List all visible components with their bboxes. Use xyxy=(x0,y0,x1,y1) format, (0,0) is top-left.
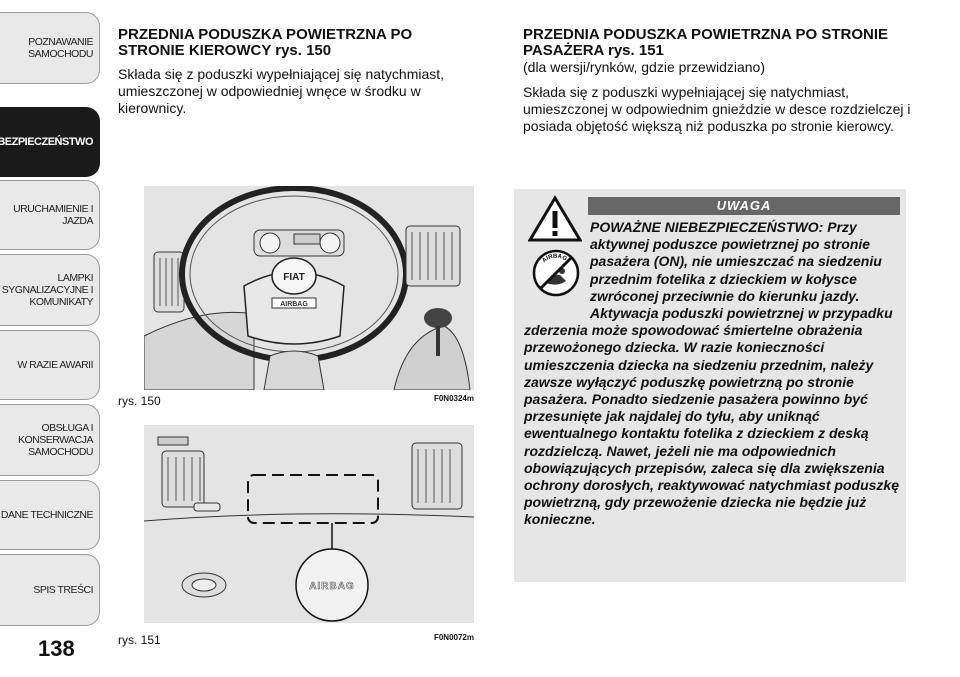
figure-151-code: F0N0072m xyxy=(433,633,474,642)
passenger-airbag-heading: PRZEDNIA PODUSZKA POWIETRZNA PO STRONIE … xyxy=(523,26,889,59)
fiat-logo-text: FIAT xyxy=(283,272,304,283)
passenger-airbag-section: PRZEDNIA PODUSZKA POWIETRZNA PO STRONIE … xyxy=(523,27,913,135)
passenger-airbag-subheading: (dla wersji/rynków, gdzie przewidziano) xyxy=(523,59,765,75)
warning-body: POWAŻNE NIEBEZPIECZEŃSTWO: Przy aktywnej… xyxy=(524,219,899,528)
dashboard-drawing: AIRBAG xyxy=(143,425,475,623)
tab-dane-techniczne[interactable]: DANE TECHNICZNE xyxy=(0,480,100,550)
tab-uruchamienie-i-jazda[interactable]: URUCHAMIENIE I JAZDA xyxy=(0,180,100,250)
tab-w-razie-awarii[interactable]: W RAZIE AWARII xyxy=(0,330,100,400)
driver-airbag-section: PRZEDNIA PODUSZKA POWIETRZNA PO STRONIE … xyxy=(118,27,478,117)
icon-airbag-text: AIRBAG xyxy=(541,254,568,265)
wheel-airbag-badge: AIRBAG xyxy=(280,301,308,308)
steering-wheel-illustration: FIAT AIRBAG xyxy=(143,185,474,391)
tab-spis-tresci[interactable]: SPIS TREŚCI xyxy=(0,554,100,626)
section-sidebar: POZNAWANIE SAMOCHODU BEZPIECZEŃSTWO URUC… xyxy=(0,0,102,640)
tab-obsluga-i-konserwacja[interactable]: OBSŁUGA I KONSERWACJA SAMOCHODU xyxy=(0,404,100,476)
tab-poznawanie-samochodu[interactable]: POZNAWANIE SAMOCHODU xyxy=(0,12,100,84)
driver-airbag-body: Składa się z poduszki wypełniającej się … xyxy=(118,66,445,116)
warning-box: UWAGA AIRBAG POWAŻNE NIEBEZPIECZEŃSTWO: … xyxy=(514,189,906,582)
figure-150-code: F0N0324m xyxy=(433,394,474,403)
passenger-airbag-body: Składa się z poduszki wypełniającej się … xyxy=(523,84,911,134)
page-number: 138 xyxy=(38,636,75,661)
no-child-seat-airbag-icon: AIRBAG xyxy=(532,249,580,297)
passenger-dashboard-illustration: AIRBAG xyxy=(143,425,475,623)
warning-triangle-icon xyxy=(528,195,582,242)
tab-lampki-sygnalizacyjne[interactable]: LAMPKI SYGNALIZACYJNE I KOMUNIKATY xyxy=(0,254,100,326)
warning-title: UWAGA xyxy=(588,197,900,215)
figure-151: AIRBAG rys. 151 F0N0072m xyxy=(118,425,475,647)
steering-wheel-drawing: FIAT AIRBAG xyxy=(143,185,474,391)
tab-bezpieczenstwo[interactable]: BEZPIECZEŃSTWO xyxy=(0,107,100,177)
warning-text: POWAŻNE NIEBEZPIECZEŃSTWO: Przy aktywnej… xyxy=(524,219,900,529)
figure-150-caption: rys. 150 xyxy=(118,394,161,408)
figure-150: FIAT AIRBAG rys. 150 F0N0324m xyxy=(118,185,474,408)
airbag-label: AIRBAG xyxy=(309,581,354,592)
figure-151-caption: rys. 151 xyxy=(118,633,161,647)
icon-spacer xyxy=(524,219,590,321)
driver-airbag-heading: PRZEDNIA PODUSZKA POWIETRZNA PO STRONIE … xyxy=(118,26,413,59)
